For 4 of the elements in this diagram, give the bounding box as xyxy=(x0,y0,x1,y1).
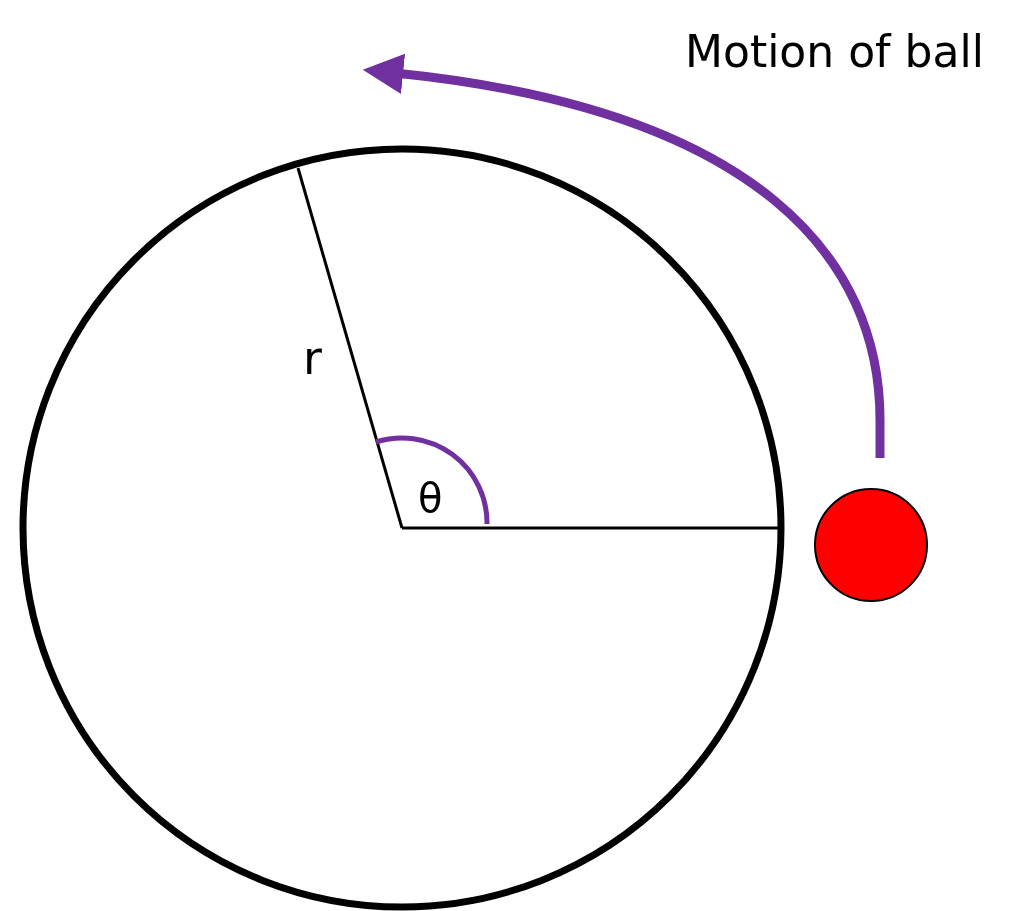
angle-label: θ xyxy=(418,478,443,518)
caption-label: Motion of ball xyxy=(685,30,984,74)
radius-label: r xyxy=(303,335,322,381)
ball xyxy=(814,488,928,602)
